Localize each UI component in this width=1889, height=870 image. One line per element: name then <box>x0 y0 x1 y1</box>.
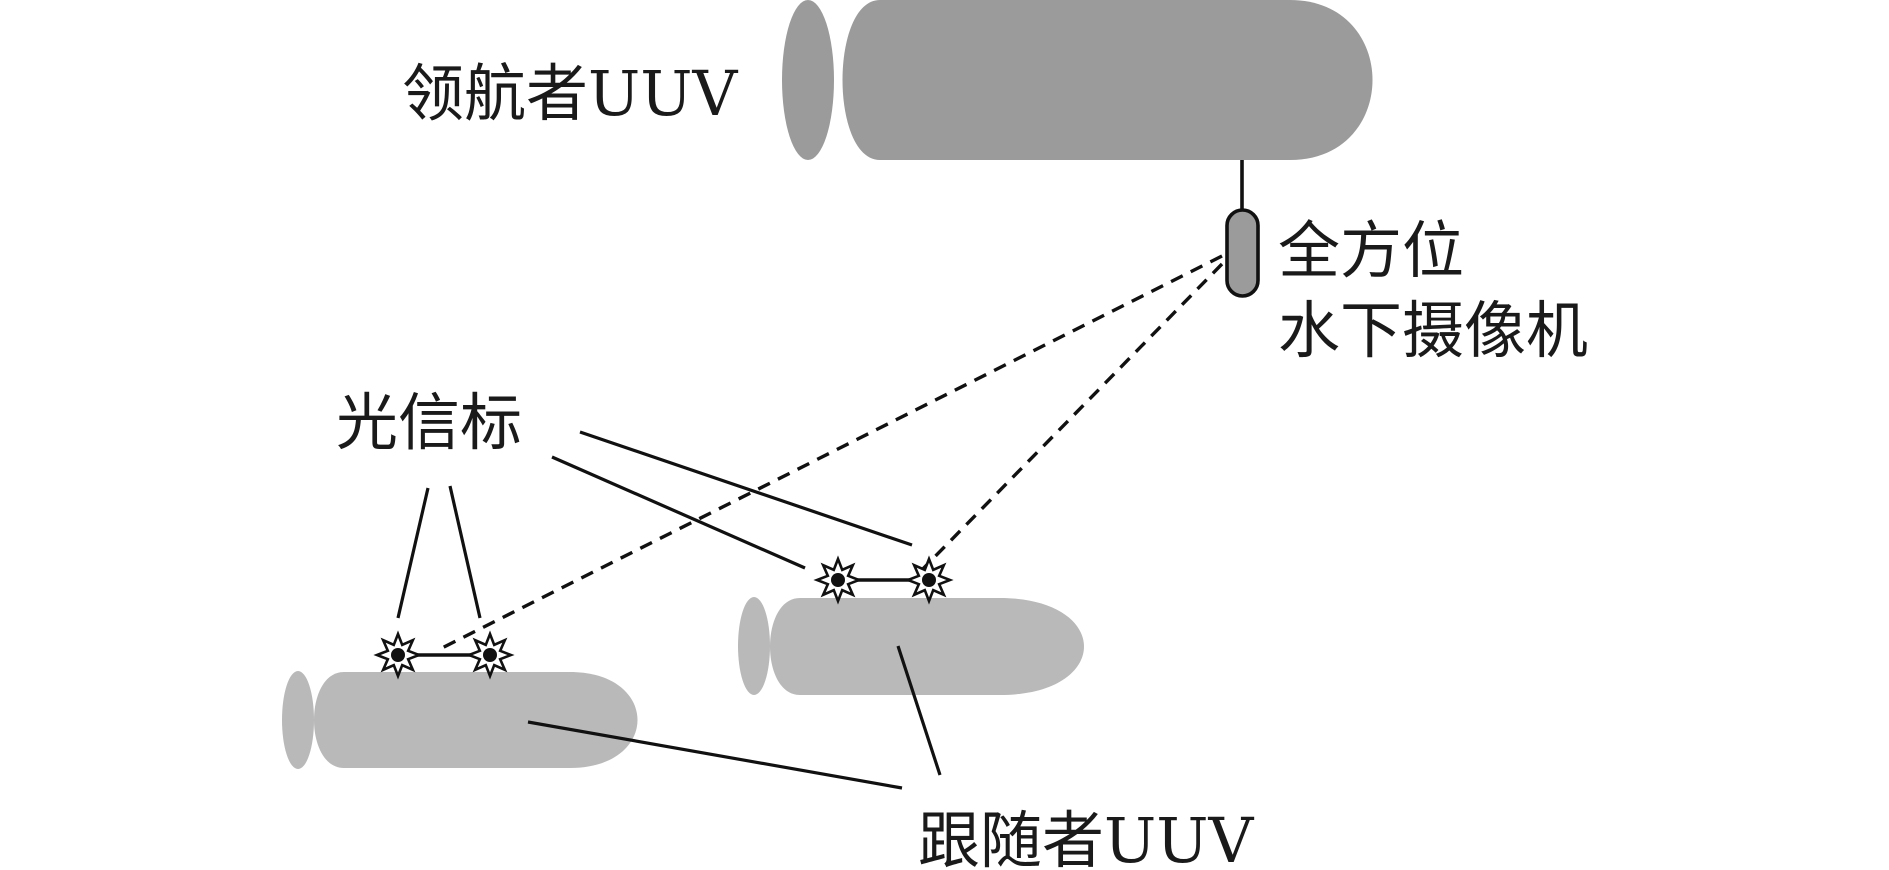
camera-label-line2: 水下摄像机 <box>1278 294 1588 367</box>
beacon-right-2 <box>904 555 954 605</box>
beacon-core <box>391 648 405 662</box>
omnidirectional-camera <box>1225 208 1260 298</box>
beacon-label: 光信标 <box>336 386 522 459</box>
follower-uuv-label: 跟随者UUV <box>918 804 1255 870</box>
follower-uuv-right-tail <box>738 597 770 695</box>
leader-uuv-tail <box>782 0 834 160</box>
beacon-leader-right-a <box>579 430 913 547</box>
follower-uuv-left-hull <box>314 672 638 768</box>
camera-label-line1: 全方位 <box>1278 214 1464 287</box>
beacon-core <box>831 573 845 587</box>
beacon-leader-left-a <box>396 487 430 619</box>
beacon-right-1 <box>813 555 863 605</box>
beacon-core <box>922 573 936 587</box>
follower-uuv-left <box>282 671 638 769</box>
leader-uuv <box>782 0 1373 160</box>
follower-uuv-left-tail <box>282 671 314 769</box>
leader-uuv-hull <box>842 0 1373 160</box>
follower-uuv-right-hull <box>770 598 1084 695</box>
follower-uuv-right <box>738 597 1084 695</box>
beacon-left-1 <box>373 630 423 680</box>
sight-line-left-follower <box>439 254 1223 651</box>
beacon-leader-left-b <box>448 485 482 619</box>
beacon-core <box>483 648 497 662</box>
sight-line-right-follower <box>910 262 1224 582</box>
follower-leader-right <box>896 645 942 776</box>
leader-uuv-label: 领航者UUV <box>402 57 739 130</box>
beacon-left-2 <box>465 630 515 680</box>
beacon-leader-right-b <box>551 455 806 570</box>
follower-leader-left <box>527 720 903 790</box>
